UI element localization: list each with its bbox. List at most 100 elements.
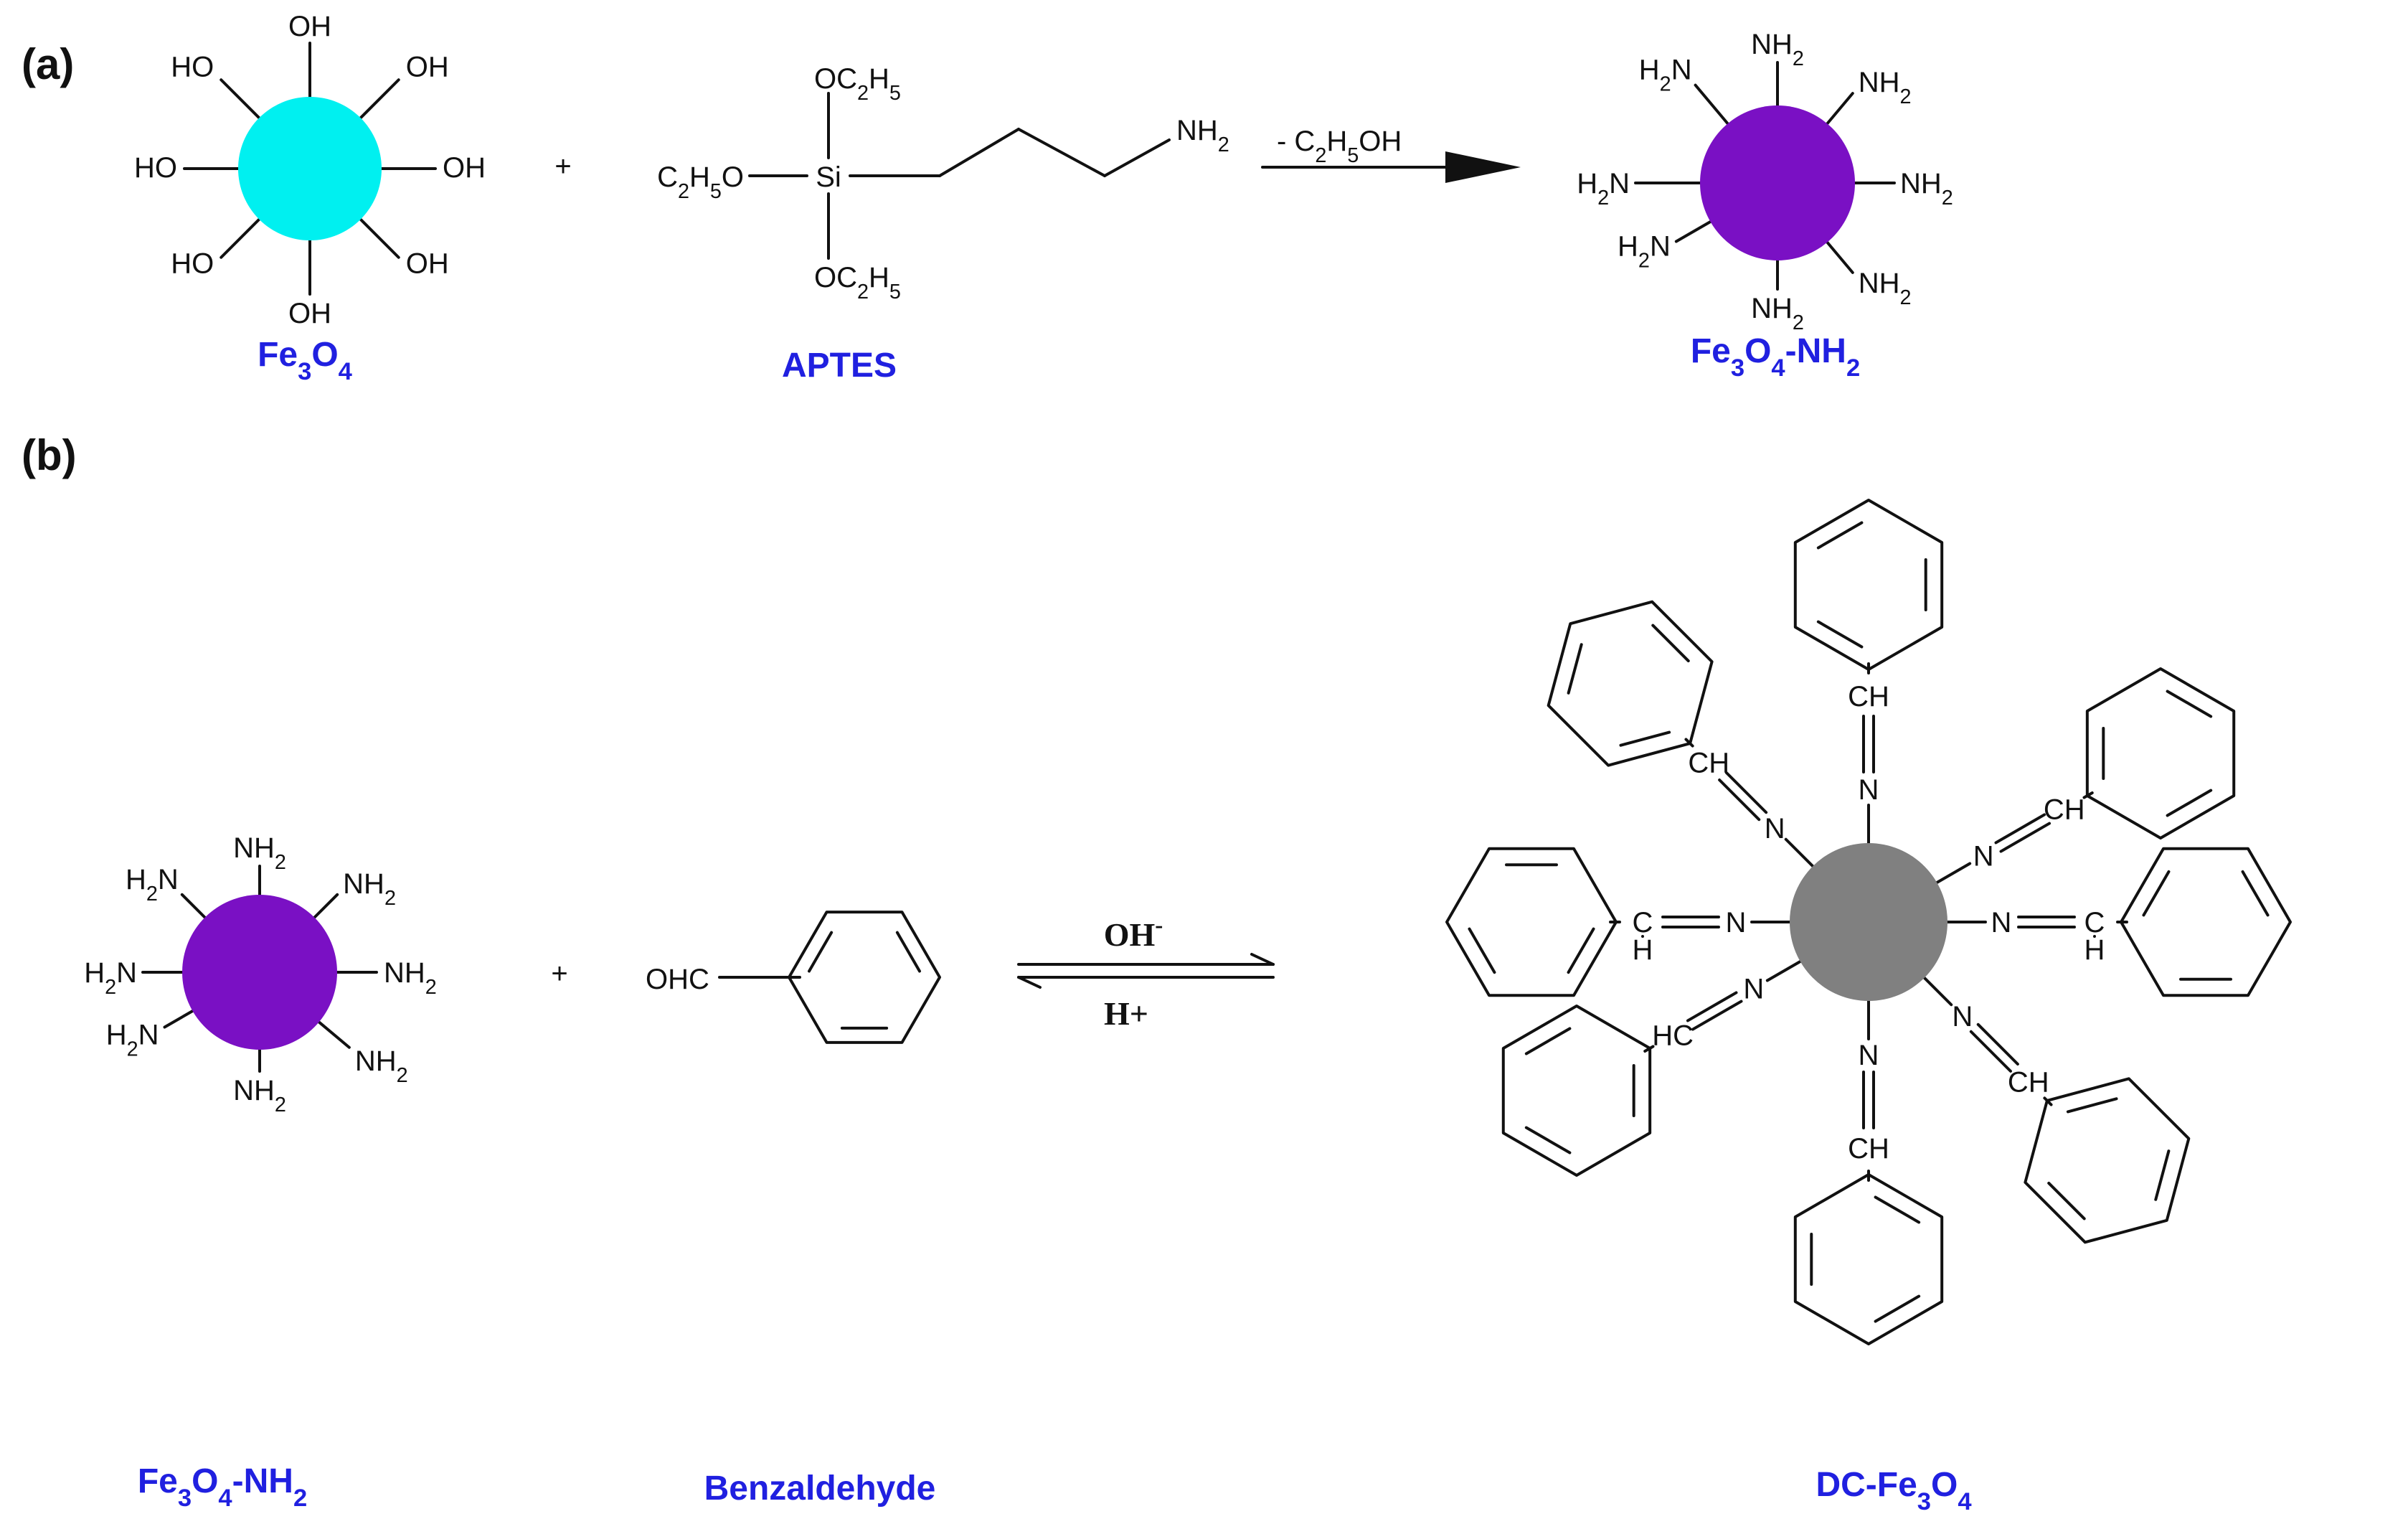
hydroxyl-label: HO — [171, 51, 214, 83]
amino-label: NH2 — [233, 832, 286, 874]
ring-double-bond — [1619, 730, 1671, 747]
ring-double-bond — [2166, 690, 2213, 718]
imine-c-label: HC — [1652, 1020, 1694, 1052]
amino-label-part: 2 — [275, 1094, 286, 1116]
imine-c-label: CH — [1688, 747, 1729, 779]
ethoxy-bottom-part: 2 — [857, 281, 869, 304]
ring-outline — [2120, 847, 2292, 997]
caption-fe3o4-nh2-part: Fe — [1691, 332, 1731, 370]
fe3o4-particle — [238, 97, 382, 240]
imine-n-label: N — [1743, 974, 1764, 1005]
imine-h-label: H — [2084, 934, 2105, 966]
amino-label: NH2 — [1859, 67, 1912, 108]
caption-dc-fe3o4-part: O — [1931, 1466, 1958, 1504]
ring-double-bond — [2154, 1149, 2171, 1201]
ethoxy-bottom-part: H — [869, 262, 889, 293]
ring-double-bond — [1816, 521, 1864, 550]
nh2-bond — [163, 1010, 194, 1029]
chain-bond — [1103, 138, 1171, 177]
caption-fe3o4-nh2-part: -NH — [1785, 332, 1846, 370]
amino-label-part: N — [138, 1020, 159, 1051]
imine-n-label: N — [1859, 1040, 1879, 1071]
imine-c-label: CH — [1848, 681, 1889, 713]
imine-double-bond — [1976, 1022, 2019, 1066]
imine-n-label: N — [1952, 1001, 1973, 1033]
amino-label-part: 2 — [1900, 286, 1912, 309]
imine-n-label: N — [1973, 841, 1994, 873]
imine-double-bond — [1999, 822, 2051, 853]
arrow-b-top-label-part: - — [1155, 912, 1163, 939]
amine-label-part: 2 — [1218, 133, 1229, 156]
amino-label-part: 2 — [1942, 187, 1953, 210]
amino-label: NH2 — [384, 957, 437, 999]
caption-fe3o4-nh2-b-part: Fe — [138, 1462, 178, 1500]
ethoxy-bottom: OC2H5 — [814, 262, 901, 304]
amino-label-part: 2 — [425, 976, 437, 999]
amino-label-part: N — [158, 864, 179, 895]
amino-label-part: N — [1609, 168, 1630, 199]
caption-fe3o4-nh2-b-part: O — [192, 1462, 218, 1500]
product-benzene-ring — [1445, 847, 1618, 997]
nh2-bond — [1826, 240, 1854, 274]
nh2-bond — [180, 893, 207, 919]
ring-double-bond — [808, 931, 834, 973]
nh2-bond — [313, 893, 339, 919]
imine-double-bond — [1969, 1030, 2012, 1073]
amino-label: NH2 — [233, 1075, 286, 1116]
imine-c-label: CH — [2008, 1067, 2049, 1099]
product-benzene-ring — [1793, 499, 1944, 671]
ring-outline — [2085, 667, 2236, 840]
amino-label: NH2 — [1859, 268, 1912, 309]
ring-double-bond — [1874, 1195, 1921, 1224]
amino-label-part: 2 — [1793, 311, 1804, 334]
imine-double-bond — [1725, 771, 1768, 814]
arrow-a-label: - C2H5OH — [1277, 126, 1402, 167]
imine-n-label: N — [1991, 907, 2012, 939]
fe3o4-nh2-particle — [1700, 105, 1855, 260]
imine-c-label: CH — [2044, 794, 2085, 826]
amino-label-part: H — [84, 957, 105, 989]
amino-label: H2N — [1577, 168, 1630, 210]
amino-label: H2N — [1639, 55, 1692, 96]
nh2-bond — [1674, 220, 1712, 243]
caption-benzaldehyde: Benzaldehyde — [704, 1469, 936, 1508]
dc-fe3o4-particle — [1790, 843, 1947, 1001]
amino-label-part: H — [106, 1020, 127, 1051]
imine-c-label: C — [2084, 907, 2105, 939]
oh-bond — [219, 78, 261, 120]
nh2-bond — [1694, 83, 1729, 126]
chain-bond — [938, 128, 1020, 177]
amino-label-part: 2 — [105, 976, 116, 999]
amino-label: H2N — [106, 1020, 159, 1061]
ring-outline — [788, 911, 941, 1044]
amino-label-part: N — [1671, 55, 1692, 86]
ethoxy-bottom-part: 5 — [889, 281, 901, 304]
fe3o4-nh2-particle-b — [182, 895, 337, 1050]
caption-fe3o4-nh2-b-part: 2 — [293, 1485, 307, 1512]
ethoxy-left-part: H — [689, 161, 710, 193]
plus-sign-b: + — [551, 958, 567, 989]
imine-c-label: CH — [1848, 1133, 1889, 1165]
caption-fe3o4-part: 4 — [339, 358, 353, 385]
ring-outline — [2024, 1077, 2191, 1244]
caption-aptes: APTES — [782, 347, 897, 385]
amino-label-part: NH — [1859, 67, 1900, 98]
panel-label-a: (a) — [22, 40, 74, 88]
hydroxyl-label: HO — [171, 248, 214, 280]
amino-label-part: NH — [355, 1045, 397, 1077]
arrow-a-label-part: H — [1326, 126, 1347, 157]
ethoxy-top-part: OC — [814, 63, 857, 95]
ethoxy-left-part: O — [722, 161, 744, 193]
caption-fe3o4: Fe3O4 — [258, 336, 353, 385]
benzaldehyde-ring — [788, 911, 941, 1044]
product-benzene-ring — [2085, 667, 2236, 840]
amino-label-part: 2 — [127, 1038, 138, 1061]
oh-bond — [219, 217, 261, 259]
amino-label-part: NH — [1751, 293, 1793, 324]
arrow-b-top-label: OH- — [1104, 912, 1163, 954]
caption-dc-fe3o4-part: 4 — [1958, 1488, 1972, 1515]
silicon-label: Si — [816, 161, 841, 193]
ring-outline — [1445, 847, 1618, 997]
oh-bond — [359, 78, 400, 120]
